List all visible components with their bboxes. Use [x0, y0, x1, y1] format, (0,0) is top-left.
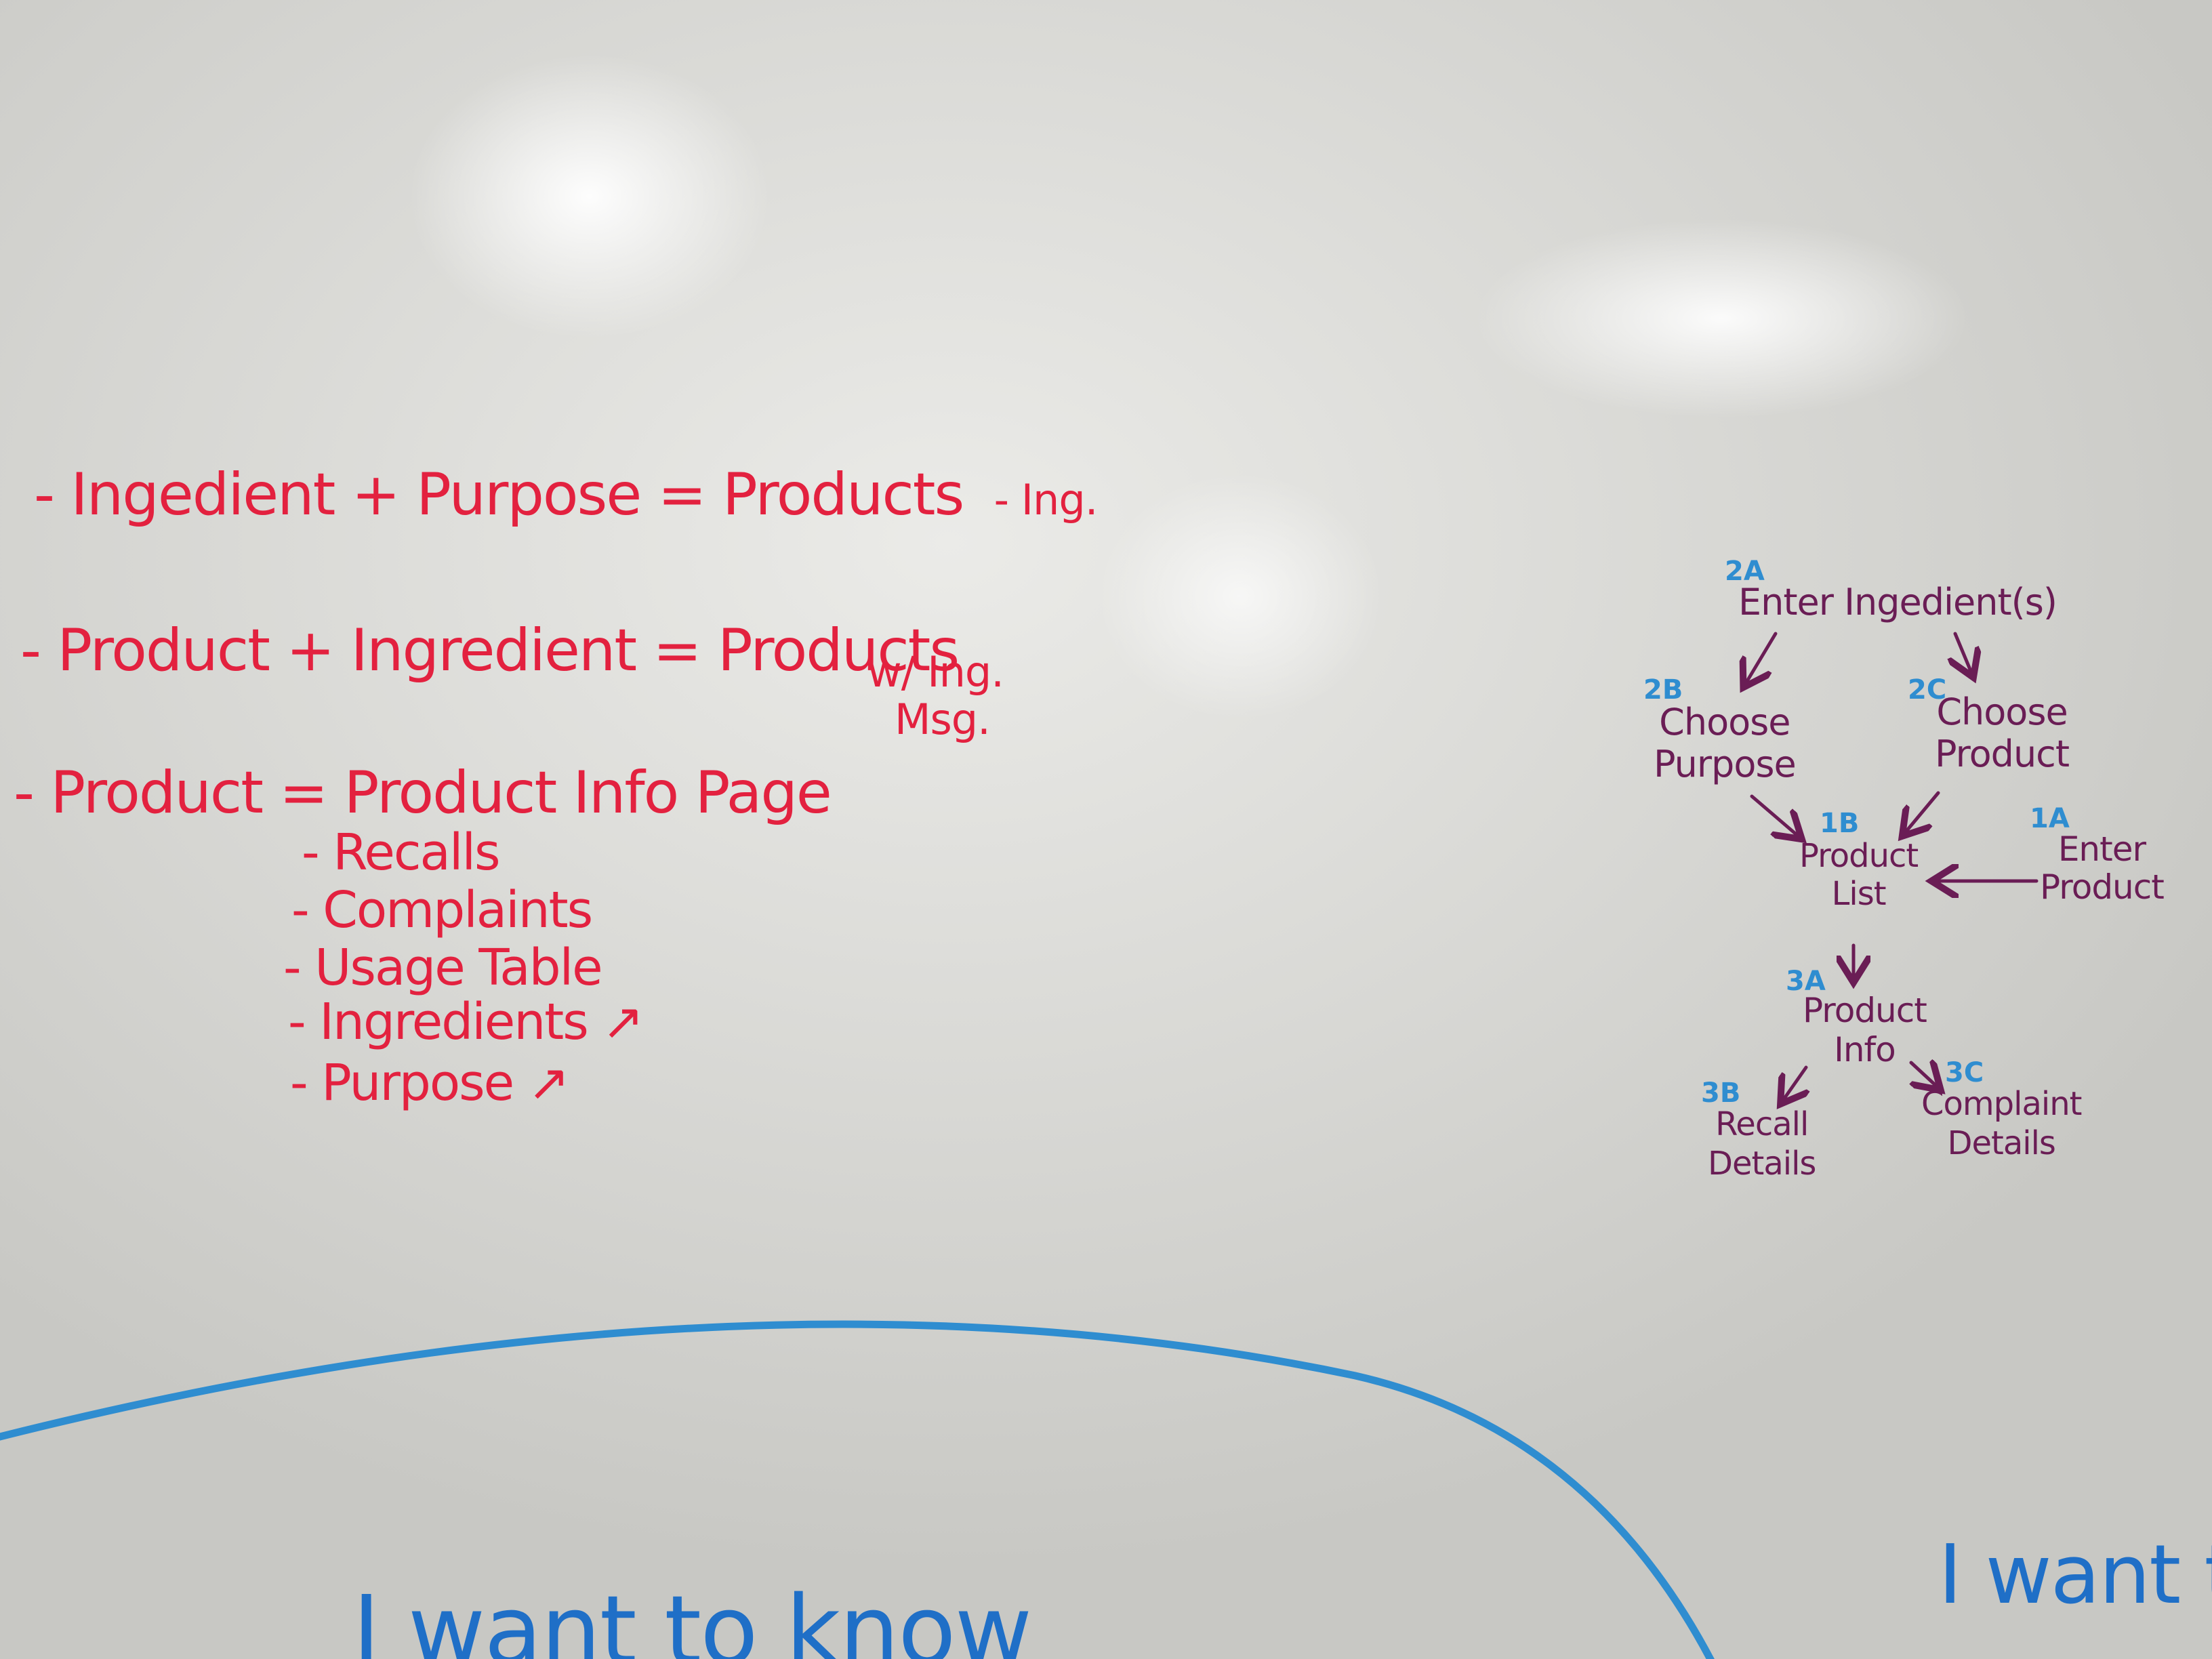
- dash: -: [283, 939, 302, 997]
- node-line: Product: [1799, 837, 1919, 875]
- sub-item-ingredients: - Ingredients ↗: [288, 993, 644, 1051]
- arrow-2a-to-2c: [1955, 632, 1972, 674]
- arrow-2b-to-1b: [1750, 794, 1799, 837]
- node-2c: Choose Product: [1935, 691, 2070, 775]
- node-id-3b: 3B: [1701, 1078, 1741, 1109]
- node-3a: Product Info: [1803, 991, 1927, 1069]
- node-id-1b: 1B: [1820, 808, 1860, 839]
- dash: -: [20, 617, 41, 684]
- node-3b: Recall Details: [1708, 1105, 1816, 1183]
- node-3c: Complaint Details: [1921, 1084, 2082, 1163]
- node-id-2a: 2A: [1725, 556, 1765, 587]
- node-id-1a: 1A: [2030, 803, 2070, 834]
- dash: -: [302, 823, 320, 882]
- node-line: Details: [1947, 1124, 2056, 1162]
- arrow-icon: ↗: [527, 1054, 570, 1112]
- node-line: Enter: [2057, 830, 2146, 869]
- node-1b: Product List: [1799, 837, 1919, 913]
- node-id-2b: 2B: [1643, 674, 1683, 705]
- node-line: List: [1831, 875, 1887, 913]
- equation-suffix: - Ing.: [994, 475, 1099, 525]
- node-line: Purpose: [1654, 743, 1797, 785]
- equation-text: Product = Product Info Page: [50, 759, 832, 827]
- sub-item-complaints: - Complaints: [291, 881, 593, 939]
- dash: -: [288, 993, 306, 1051]
- equation-suffix-top: w/ Ing.: [867, 647, 1004, 697]
- dash: -: [34, 461, 55, 529]
- node-2b: Choose Purpose: [1654, 701, 1797, 785]
- node-id-3a: 3A: [1786, 966, 1826, 997]
- equation-line-2: - Product + Ingredient = Products: [20, 617, 960, 684]
- node-line: Product: [2040, 867, 2165, 907]
- arrow-2a-to-2b: [1745, 632, 1778, 684]
- sub-item-usage-table: - Usage Table: [283, 939, 603, 997]
- sub-item-label: Usage Table: [314, 939, 602, 997]
- equation-line-3: - Product = Product Info Page: [14, 759, 832, 827]
- arrow-2c-to-1b: [1904, 791, 1940, 834]
- bottom-left-text: I want to know: [352, 1576, 1032, 1659]
- node-line: Recall: [1715, 1105, 1809, 1143]
- sub-item-recalls: - Recalls: [302, 823, 501, 882]
- node-id-2c: 2C: [1908, 674, 1947, 705]
- node-line: Choose: [1659, 701, 1790, 743]
- node-line: Choose: [1936, 691, 2068, 733]
- sub-item-label: Ingredients: [319, 993, 589, 1051]
- equation-line-1: - Ingedient + Purpose = Products - Ing.: [34, 461, 1099, 529]
- sub-item-label: Recalls: [333, 823, 500, 882]
- equation-suffix-bottom: Msg.: [895, 695, 991, 744]
- node-line: Info: [1834, 1030, 1896, 1069]
- bottom-right-text: I want t: [1938, 1528, 2212, 1622]
- dash: -: [290, 1054, 308, 1112]
- node-1a: Enter Product: [2040, 830, 2165, 907]
- dash: -: [291, 881, 310, 939]
- dash: -: [14, 759, 35, 827]
- arrow-icon: ↗: [602, 993, 644, 1051]
- equation-text: Ingedient + Purpose = Products: [70, 461, 964, 529]
- arrow-3a-to-3c: [1911, 1063, 1938, 1088]
- sub-item-label: Complaints: [323, 881, 593, 939]
- node-2a-label: Enter Ingedient(s): [1738, 581, 2057, 623]
- node-line: Product: [1803, 991, 1927, 1030]
- arrow-3a-to-3b: [1782, 1065, 1806, 1101]
- sub-item-label: Purpose: [321, 1054, 514, 1112]
- node-id-3c: 3C: [1945, 1057, 1984, 1088]
- sub-item-purpose: - Purpose ↗: [290, 1054, 570, 1112]
- node-line: Product: [1935, 733, 2070, 775]
- node-line: Details: [1708, 1145, 1816, 1183]
- blue-arc: [0, 1320, 1715, 1659]
- equation-text: Product + Ingredient = Products: [57, 617, 960, 684]
- node-line: Complaint: [1921, 1085, 2082, 1123]
